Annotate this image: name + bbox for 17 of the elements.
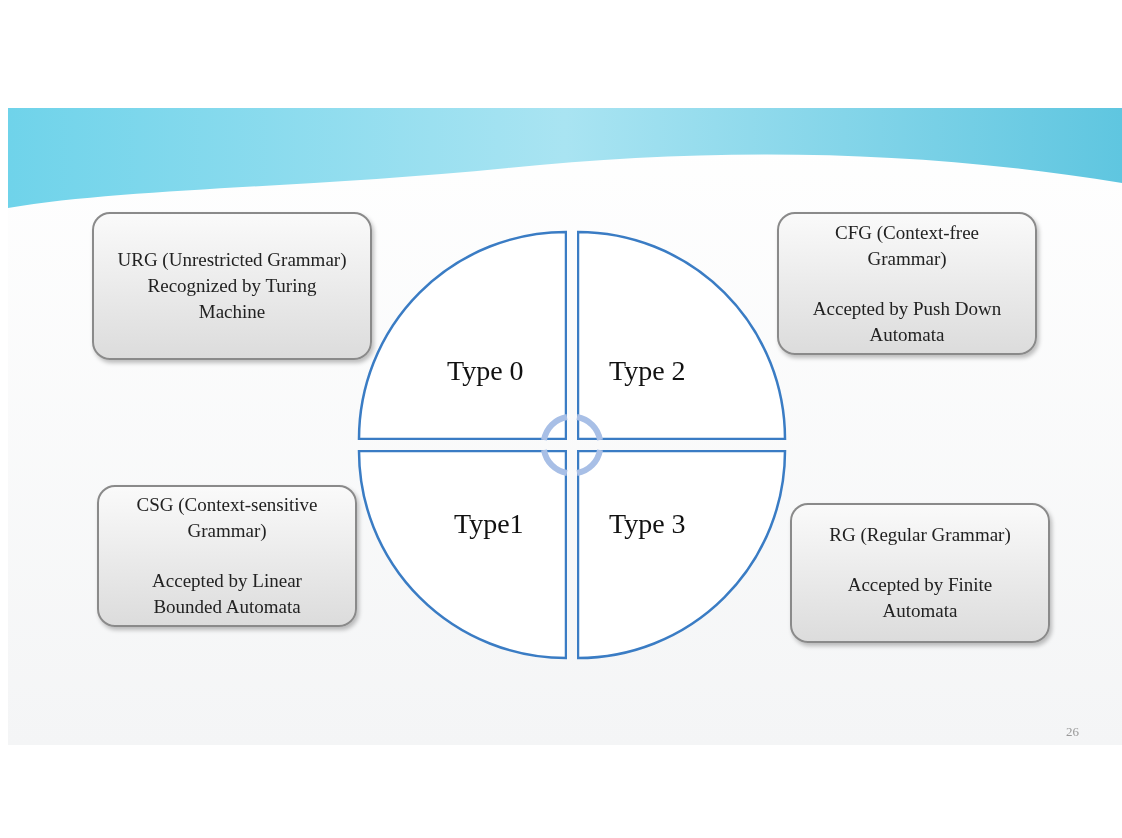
grammar-box (97, 485, 357, 627)
grammar-box (777, 212, 1037, 355)
page-number: 26 (1066, 724, 1079, 740)
quadrant-label: Type 2 (609, 355, 686, 387)
grammar-box (92, 212, 372, 360)
box-text: Accepted by Push Down Automata (811, 296, 1003, 347)
box-text: Recognized by Turing Machine (146, 274, 318, 324)
box-heading: CFG (Context-free Grammar) (833, 220, 981, 271)
box-heading: CSG (Context-sensitive Grammar) (135, 493, 319, 543)
quadrant-label: Type 0 (447, 355, 524, 387)
box-text: Accepted by Finite Automata (846, 573, 994, 623)
quadrant-label: Type 3 (609, 508, 686, 540)
box-heading: RG (Regular Grammar) (829, 523, 1011, 547)
grammar-box (790, 503, 1050, 643)
box-text: Accepted by Linear Bounded Automata (151, 569, 303, 619)
box-heading: URG (Unrestricted Grammar) (117, 248, 347, 272)
quadrant-label: Type1 (454, 508, 524, 540)
